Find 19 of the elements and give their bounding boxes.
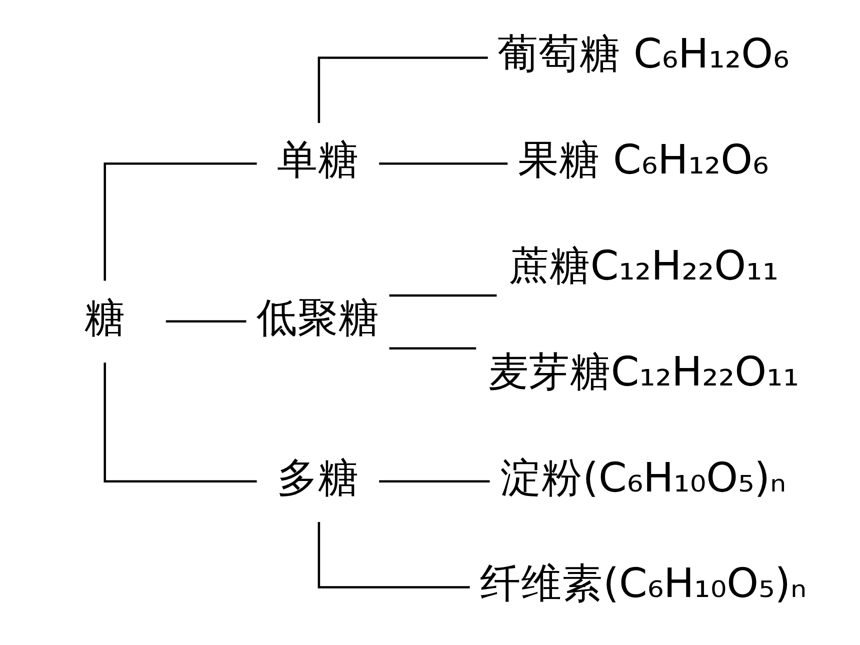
node-text: 多糖 [276, 453, 358, 502]
connector [317, 56, 488, 123]
connector [103, 162, 256, 281]
connector [378, 162, 508, 165]
connector [388, 347, 476, 350]
node-text: 纤维素(C₆H₁₀O₅)ₙ [480, 559, 806, 608]
node-text: 葡萄糖 C₆H₁₂O₆ [497, 30, 789, 78]
connector [165, 320, 246, 322]
node-text: 果糖 C₆H₁₂O₆ [518, 136, 768, 184]
node-text: 蔗糖C₁₂H₂₂O₁₁ [508, 241, 778, 290]
node-text: 淀粉(C₆H₁₀O₅)ₙ [500, 453, 786, 502]
node-text: 糖 [84, 293, 125, 342]
connector [378, 480, 490, 482]
connector [103, 362, 256, 482]
node-text: 麦芽糖C₁₂H₂₂O₁₁ [487, 347, 799, 396]
node-text: 单糖 [276, 136, 358, 184]
connector [388, 294, 496, 297]
connector [317, 522, 470, 588]
node-text: 低聚糖 [256, 293, 379, 342]
